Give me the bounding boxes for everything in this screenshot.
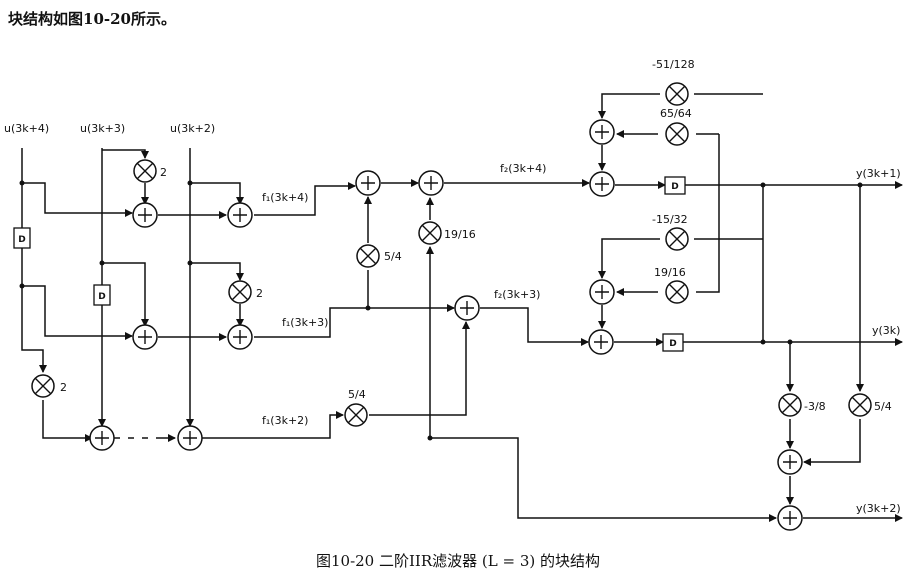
multiplier-node <box>665 227 689 251</box>
adder-node <box>454 295 480 321</box>
junction-dot <box>857 182 863 188</box>
adder-node <box>588 329 614 355</box>
multiplier-node <box>31 374 55 398</box>
output-label-y3k1: y(3k+1) <box>856 167 901 180</box>
coefficient-label: 2 <box>160 166 167 179</box>
coefficient-label: 2 <box>60 381 67 394</box>
output-labels: y(3k+1) y(3k) y(3k+2) <box>856 167 901 515</box>
signal-label-f1-3k4: f₁(3k+4) <box>262 191 308 204</box>
coefficient-label: 19/16 <box>444 228 476 241</box>
coefficient-label: -3/8 <box>804 400 826 413</box>
adder-node <box>589 119 615 145</box>
delay-box: D <box>93 284 111 306</box>
signal-label-f1-3k3: f₁(3k+3) <box>282 316 328 329</box>
multiplier-node <box>778 393 802 417</box>
coefficient-label: 5/4 <box>348 388 366 401</box>
delay-label: D <box>98 292 105 302</box>
input-labels: u(3k+4) u(3k+3) u(3k+2) <box>4 122 215 135</box>
delay-box: D <box>662 333 684 352</box>
output-label-y3k2: y(3k+2) <box>856 502 901 515</box>
junction-dot <box>99 260 105 266</box>
adder-node <box>132 202 158 228</box>
coefficient-labels: 2 2 2 5/4 19/16 5/4 -51/128 65/64 -15/32… <box>60 58 892 413</box>
adder-node <box>132 324 158 350</box>
adder-node <box>227 202 253 228</box>
multiplier-node <box>665 122 689 146</box>
input-label-u3k4: u(3k+4) <box>4 122 49 135</box>
wires <box>21 93 903 522</box>
junction-dot <box>760 339 766 345</box>
multiplier-node <box>848 393 872 417</box>
adders <box>89 119 803 531</box>
coefficient-label: 5/4 <box>874 400 892 413</box>
input-label-u3k2: u(3k+2) <box>170 122 215 135</box>
multiplier-node <box>665 280 689 304</box>
figure-caption: 图10-20 二阶IIR滤波器 (L = 3) 的块结构 <box>316 552 600 570</box>
delay-label: D <box>18 235 25 245</box>
delay-label: D <box>669 339 676 349</box>
coefficient-label: -15/32 <box>652 213 688 226</box>
coefficient-label: 2 <box>256 287 263 300</box>
adder-node <box>777 449 803 475</box>
signal-label-f1-3k2: f₁(3k+2) <box>262 414 308 427</box>
signal-label-f2-3k4: f₂(3k+4) <box>500 162 546 175</box>
adder-node <box>177 425 203 451</box>
coefficient-label: 5/4 <box>384 250 402 263</box>
multiplier-node <box>665 82 689 106</box>
multiplier-node <box>344 403 368 427</box>
multiplier-node <box>228 280 252 304</box>
multiplier-node <box>356 244 380 268</box>
signal-label-f2-3k3: f₂(3k+3) <box>494 288 540 301</box>
coefficient-label: 65/64 <box>660 107 692 120</box>
adder-node <box>89 425 115 451</box>
delay-box: D <box>13 227 31 249</box>
adder-node <box>418 170 444 196</box>
junction-dot <box>787 339 793 345</box>
input-label-u3k3: u(3k+3) <box>80 122 125 135</box>
junction-dot <box>19 180 25 186</box>
junction-dot <box>187 180 193 186</box>
adder-node <box>589 171 615 197</box>
delay-boxes: D D D D <box>13 176 686 352</box>
coefficient-label: 19/16 <box>654 266 686 279</box>
junction-dot <box>760 182 766 188</box>
multiplier-node <box>133 159 157 183</box>
adder-node <box>589 279 615 305</box>
junction-dot <box>187 260 193 266</box>
delay-label: D <box>671 182 678 192</box>
signal-labels: f₁(3k+4) f₁(3k+3) f₁(3k+2) f₂(3k+4) f₂(3… <box>262 162 546 427</box>
junction-dots <box>19 180 863 441</box>
junction-dot <box>19 283 25 289</box>
multipliers <box>31 82 872 427</box>
junction-dot <box>427 435 433 441</box>
delay-box: D <box>664 176 686 195</box>
adder-node <box>355 170 381 196</box>
junction-dot <box>365 305 371 311</box>
multiplier-node <box>418 221 442 245</box>
heading-text: 块结构如图10-20所示。 <box>8 10 176 28</box>
coefficient-label: -51/128 <box>652 58 695 71</box>
adder-node <box>227 324 253 350</box>
output-label-y3k: y(3k) <box>872 324 900 337</box>
adder-node <box>777 505 803 531</box>
